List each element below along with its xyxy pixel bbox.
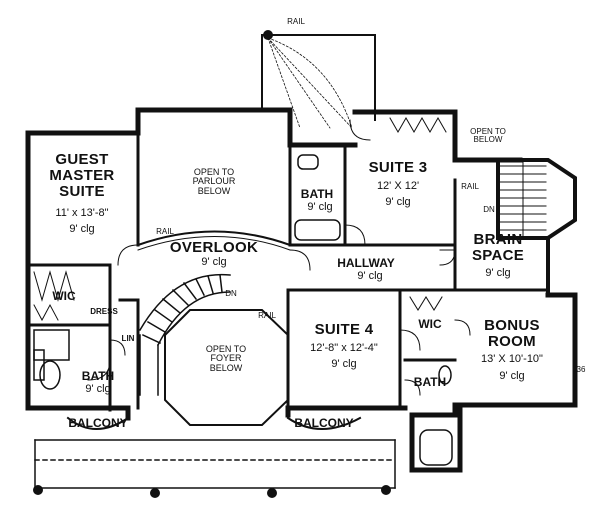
guest-master-suite-ceiling: 9' clg — [69, 223, 95, 235]
exterior-walls — [25, 107, 578, 473]
suite-3-ceiling: 9' clg — [385, 196, 411, 208]
guest-master-suite-label: GUEST MASTER SUITE — [49, 152, 114, 199]
bonus-room-size: 13' X 10'-10" — [481, 353, 543, 365]
bonus-line: BONUS — [484, 317, 540, 334]
suite-4-label: SUITE 4 — [314, 321, 374, 338]
guest-line: GUEST — [55, 151, 109, 168]
hallway-ceiling: 9' clg — [357, 270, 383, 282]
porch-posts — [33, 30, 391, 498]
bath-upper-ceiling: 9' clg — [307, 201, 333, 213]
balconies — [66, 416, 362, 430]
overlook-rail-arc-2 — [137, 236, 291, 251]
rail-top: RAIL — [287, 17, 305, 26]
top-rail-deck — [261, 34, 376, 121]
rail-overlook: RAIL — [156, 227, 174, 236]
wic-left-label: WIC — [52, 289, 76, 303]
foyer-line: FOYER — [210, 353, 242, 364]
interior-walls — [26, 131, 550, 412]
dim-36: 36 — [576, 365, 586, 374]
brain-space-ceiling: 9' clg — [485, 267, 511, 279]
overlook-rail-arc — [136, 230, 292, 247]
open-to-foyer-label: OPEN TO FOYER BELOW — [205, 344, 247, 373]
bath-fixtures — [33, 154, 453, 466]
suite-3-size: 12' X 12' — [376, 180, 420, 192]
foyer-below-line: BELOW — [209, 362, 243, 373]
dress-label: DRESS — [90, 307, 118, 316]
rail-stair: RAIL — [461, 182, 479, 191]
below-line: BELOW — [197, 185, 231, 196]
bath-left-ceiling: 9' clg — [85, 383, 111, 395]
suite-line: SUITE — [59, 182, 105, 200]
room-line: ROOM — [488, 332, 536, 350]
suite-3-label: SUITE 3 — [368, 159, 428, 176]
foyer-opening — [164, 309, 289, 426]
bath-upper-label: BATH — [300, 187, 334, 201]
stair-bay — [496, 158, 577, 297]
bath-left-label: BATH — [81, 369, 115, 383]
brain-line: BRAIN — [473, 231, 523, 248]
open-to-line: OPEN TO — [193, 167, 235, 177]
guest-master-suite-size: 11' x 13'-8" — [55, 207, 109, 219]
rail-foyer: RAIL — [258, 311, 276, 320]
bath-right-label: BATH — [413, 375, 447, 389]
dn-stair: DN — [483, 205, 495, 214]
parlour-line: PARLOUR — [192, 176, 236, 187]
hallway-label: HALLWAY — [337, 256, 395, 270]
overlook-ceiling: 9' clg — [201, 256, 227, 268]
dn-main: DN — [225, 289, 237, 298]
suite-4-ceiling: 9' clg — [331, 358, 357, 370]
balcony-left-label: BALCONY — [68, 416, 128, 430]
balcony-right-label: BALCONY — [294, 416, 354, 430]
open-to-below-line1: OPEN TO — [470, 127, 506, 136]
overlook-label: OVERLOOK — [169, 239, 259, 256]
master-line: MASTER — [49, 166, 115, 184]
wic-right-label: WIC — [418, 317, 442, 331]
bonus-room-ceiling: 9' clg — [499, 370, 525, 382]
suite-4-size: 12'-8" x 12'-4" — [310, 342, 378, 354]
closet-hatching — [33, 116, 447, 322]
open-to-below-label: OPEN TO BELOW — [470, 127, 506, 145]
door-swings — [87, 119, 471, 396]
space-line: SPACE — [471, 246, 525, 264]
foyer-open-to-line: OPEN TO — [205, 344, 247, 354]
bonus-room-label: BONUS ROOM — [484, 318, 540, 350]
front-porch — [34, 439, 396, 489]
open-to-below-line2: BELOW — [473, 135, 503, 145]
deck-door-swing — [267, 37, 353, 129]
open-to-parlour-label: OPEN TO PARLOUR BELOW — [192, 167, 236, 196]
lin-label: LIN — [121, 334, 135, 343]
curved-stair — [138, 273, 231, 396]
brain-space-label: BRAIN SPACE — [472, 232, 524, 264]
stair-treads — [499, 159, 547, 239]
